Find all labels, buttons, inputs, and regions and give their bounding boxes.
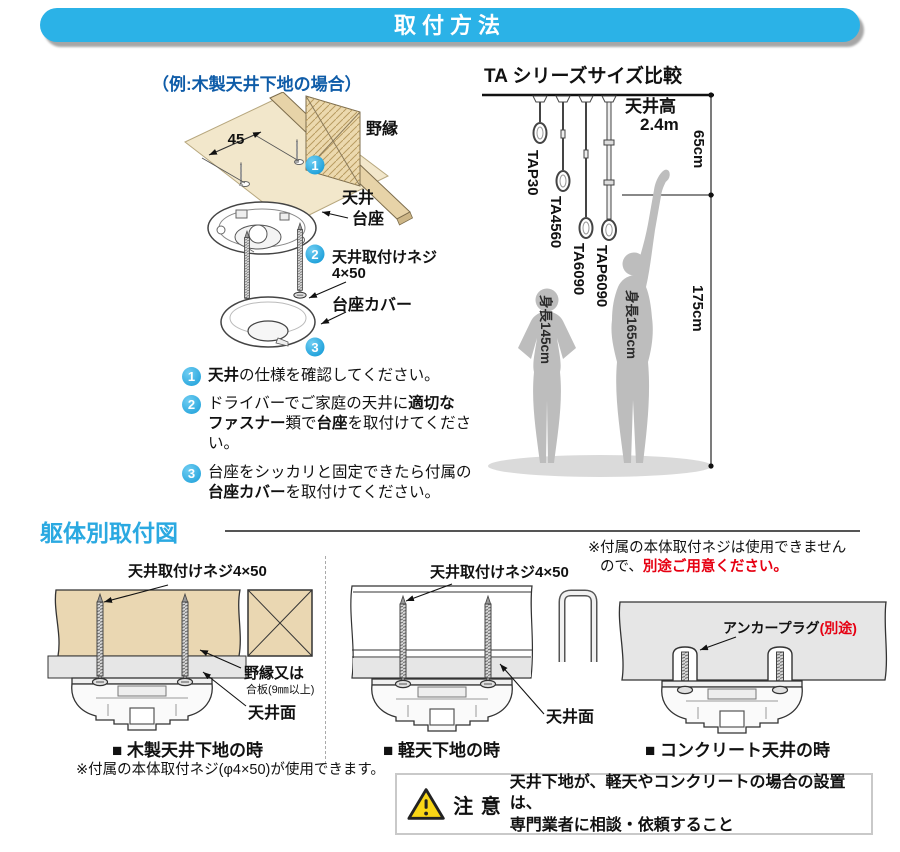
svg-text:1: 1 (311, 158, 318, 173)
joist-or-label: 野縁又は (244, 664, 304, 682)
channel-section-symbol (558, 589, 598, 662)
step-number-badge: 1 (182, 367, 201, 386)
ceiling-surface-label: 天井面 (248, 703, 296, 722)
product-ta4560 (555, 95, 571, 192)
caution-box: 注 意 天井下地が、軽天やコンクリートの場合の設置は、専門業者に相談・依頼するこ… (395, 773, 873, 835)
caution-message: 天井下地が、軽天やコンクリートの場合の設置は、専門業者に相談・依頼すること (509, 773, 846, 834)
step-number-badge: 3 (182, 463, 201, 483)
concrete-ceiling-diagram: アンカープラグ(別途) (618, 601, 888, 734)
steel-ceiling-diagram: 天井面 (350, 583, 598, 732)
wood-caption: ■ 木製天井下地の時 (112, 741, 263, 760)
steel-caption: ■ 軽天下地の時 (383, 741, 500, 760)
section-rule (225, 530, 860, 532)
ceiling-panel (47, 655, 247, 679)
wood-block (54, 589, 241, 657)
install-step-3: 3 台座をシッカリと固定できたら付属の 台座カバーを取付けてください。 (182, 463, 482, 503)
wood-screw-label: 天井取付けネジ4×50 (128, 563, 267, 580)
caution-label: 注 意 (453, 795, 502, 818)
dimension-45: 45 (201, 131, 300, 184)
joist-section-symbol (247, 589, 313, 657)
example-title: （例:木製天井下地の場合） (152, 75, 362, 94)
size-comparison-diagram: 天井高 2.4m 65cm 175cm TAP30 TA4560 TA6090 … (482, 92, 714, 477)
product-label-ta4560: TA4560 (547, 196, 564, 248)
comparison-title: TA シリーズサイズ比較 (484, 66, 682, 87)
svg-text:2: 2 (311, 247, 318, 262)
ceiling-surface-label: 天井面 (546, 707, 594, 726)
section-title: 躯体別取付図 (40, 520, 178, 546)
page-title-banner: 取付方法 (40, 8, 860, 42)
step-number-badge: 2 (182, 395, 201, 415)
diagram-divider (325, 556, 326, 764)
ceiling-panel (353, 658, 531, 677)
dim-45-label: 45 (228, 131, 245, 148)
product-tap30 (532, 95, 548, 144)
dim-65cm-label: 65cm (690, 130, 707, 168)
figure-145cm (518, 288, 576, 463)
step-marker-2: 2 (305, 244, 325, 264)
product-label-tap30: TAP30 (524, 150, 541, 196)
mount-base (71, 677, 213, 731)
install-step-1: 1 天井の仕様を確認してください。 (182, 366, 482, 386)
wood-ceiling-diagram: 野縁又は 合板(9㎜以上) 天井面 (47, 584, 314, 731)
screw-label-line2: 4×50 (332, 265, 366, 282)
product-label-ta6090: TA6090 (570, 243, 587, 295)
base-label: 台座 (352, 209, 384, 228)
step-marker-1: 1 (305, 155, 325, 175)
dim-175cm-label: 175cm (689, 285, 706, 332)
ceiling-board (184, 95, 389, 225)
assembly-diagram: 45 野縁 天井 台座 天井取付けネジ 4×50 台座カバー (184, 92, 437, 357)
svg-text:3: 3 (311, 340, 318, 355)
anchor-plug-icon (672, 646, 698, 684)
figure-height-label-165: 身長165cm (624, 290, 640, 359)
anchor-plug-icon (767, 646, 793, 684)
warning-icon (407, 788, 445, 820)
joist-label: 野縁 (366, 119, 398, 138)
product-label-tap6090: TAP6090 (593, 245, 610, 307)
plywood-label: 合板(9㎜以上) (246, 682, 314, 696)
concrete-slab (618, 601, 888, 681)
ceiling-label: 天井 (342, 188, 374, 207)
steel-screw-label: 天井取付けネジ4×50 (430, 564, 569, 581)
figure-165cm (611, 169, 670, 463)
step-marker-3: 3 (305, 337, 325, 357)
product-tap6090 (601, 95, 617, 241)
wood-note: ※付属の本体取付ネジ(φ4×50)が使用できます。 (76, 762, 385, 778)
ceiling-height-value: 2.4m (640, 115, 679, 134)
concrete-caption: ■ コンクリート天井の時 (645, 741, 830, 760)
product-ta6090 (578, 95, 594, 239)
ceiling-height-label: 天井高 (625, 96, 676, 116)
figure-height-label-145: 身長145cm (538, 295, 554, 364)
floor-shadow (488, 455, 712, 477)
page-title: 取付方法 (393, 13, 506, 38)
concrete-note: ※付属の本体取付ネジは使用できません ので、別途ご用意ください。 (588, 540, 847, 575)
screw-label-line1: 天井取付けネジ (332, 248, 437, 266)
install-step-2: 2 ドライバーでご家庭の天井に適切な ファスナー類で台座を取付けてください。 (182, 394, 482, 454)
install-steps: 1 天井の仕様を確認してください。 2 ドライバーでご家庭の天井に適切な ファス… (182, 366, 482, 511)
anchor-plug-label: アンカープラグ(別途) (723, 620, 857, 636)
base-cover-drawing (220, 296, 316, 348)
cover-label: 台座カバー (332, 295, 412, 314)
concrete-note-red: 別途ご用意ください。 (642, 558, 788, 575)
